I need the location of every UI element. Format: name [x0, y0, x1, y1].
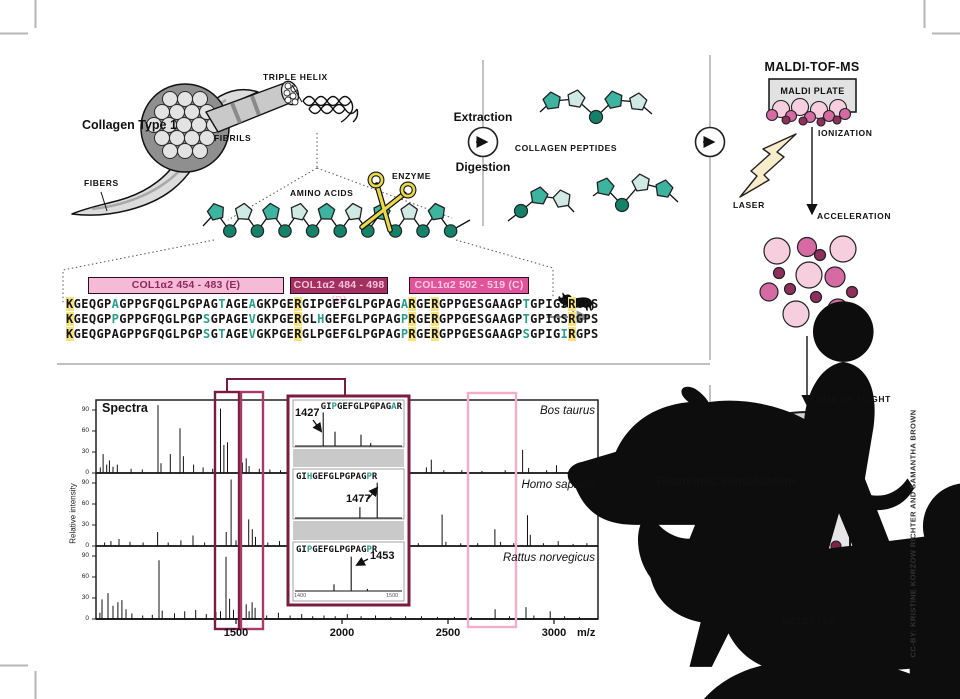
fibril-cross-section	[140, 83, 230, 173]
spectra-peaks	[92, 405, 588, 624]
spectra-title: Spectra	[102, 401, 148, 415]
inset-sequence-rattus: GIPGEFGLPGPAGPR	[296, 545, 378, 555]
y-tick-label: 90	[81, 479, 89, 486]
maldi-plate-illustration	[765, 78, 857, 127]
laser-label: LASER	[733, 200, 765, 210]
amino-acid-chains	[202, 89, 679, 238]
ionization-label: IONIZATION	[818, 128, 873, 138]
triple-helix-label: TRIPLE HELIX	[263, 72, 328, 82]
y-tick-label: 60	[81, 500, 89, 507]
collagen-type-title: Collagen Type 1	[82, 118, 177, 132]
y-tick-label: 0	[85, 469, 89, 476]
y-tick-label: 30	[81, 521, 89, 528]
inset-axis-max-label: 1500	[386, 593, 399, 599]
acceleration-label: ACCELERATION	[817, 211, 892, 221]
inset-peaks	[322, 412, 378, 591]
y-tick-label: 30	[81, 448, 89, 455]
y-tick-label: 0	[85, 615, 89, 622]
y-tick-label: 60	[81, 427, 89, 434]
x-tick-label: 2000	[329, 627, 355, 639]
spectra-highlight-regions	[213, 378, 518, 631]
sequence-row-bos-taurus: KGEQGPAGPPGFQGLPGPAGTAGEAGKPGERGIPGEFGLP…	[66, 297, 599, 311]
species-icons	[547, 292, 960, 699]
time-of-flight-label: TIME OF FLIGHT	[815, 394, 891, 404]
enzyme-label: ENZYME	[392, 171, 432, 181]
collagen-peptides-label: COLLAGEN PEPTIDES	[514, 143, 618, 153]
fibers-label: FIBERS	[84, 178, 119, 188]
maldi-plate-label: MALDI PLATE	[780, 86, 845, 96]
fibrils-label: FIBRILS	[214, 133, 252, 143]
amino-acids-label: AMINO ACIDS	[290, 188, 354, 198]
ion-cloud	[759, 235, 859, 328]
fibril-tube	[205, 80, 300, 133]
credit-text: CC-BY: KRISTINE KORZOW RICHTER AND SAMAN…	[908, 409, 918, 658]
taxonomic-identification-label: Taxonomic Identification	[655, 474, 796, 488]
extraction-label: Extraction	[453, 110, 513, 124]
x-tick-label: 1500	[223, 627, 249, 639]
digestion-label: Digestion	[455, 160, 511, 174]
inset-peak-label-1427: 1427	[295, 407, 320, 419]
inset-sequence-homo: GIHGEFGLPGPAGPR	[296, 472, 378, 482]
y-tick-label: 90	[81, 406, 89, 413]
region-box-col1a2-484-498: COL1α2 484 - 498 (B)	[290, 277, 388, 306]
species-label-homo-sapiens: Homo sapiens	[521, 479, 595, 491]
x-tick-label: 3000	[541, 627, 567, 639]
y-tick-label: 90	[81, 552, 89, 559]
region-box-col1a2-454-483: COL1α2 454 - 483 (E)	[88, 277, 284, 294]
inset-peak-arrows	[312, 419, 379, 566]
x-axis-unit-label: m/z	[577, 627, 596, 639]
triple-helix-illustration	[291, 84, 359, 123]
x-tick-label: 2500	[435, 627, 461, 639]
y-tick-label: 30	[81, 594, 89, 601]
scissors-icon	[359, 171, 417, 233]
detector-label: DETECTOR	[782, 616, 838, 626]
flow-arrow-to-maldi	[694, 126, 726, 158]
maldi-tof-ms-title: MALDI-TOF-MS	[764, 60, 860, 74]
inset-zoom-box	[286, 394, 411, 607]
sequence-row-rattus-norvegicus: KGEQGPAGPPGFQGLPGPSGTAGEVGKPGERGLPGEFGLP…	[66, 327, 599, 341]
species-label-rattus-norvegicus: Rattus norvegicus	[502, 552, 595, 564]
y-tick-label: 60	[81, 573, 89, 580]
inset-peak-label-1453: 1453	[370, 550, 395, 562]
inset-axis-min-label: 1400	[294, 593, 307, 599]
flow-arrow-extraction	[467, 126, 499, 158]
inset-peak-label-1477: 1477	[346, 493, 371, 505]
y-tick-label: 0	[85, 542, 89, 549]
species-label-bos-taurus: Bos taurus	[540, 405, 595, 417]
sequence-row-homo-sapiens: KGEQGPPGPPGFQGLPGPSGPAGEVGKPGERGLHGEFGLP…	[66, 312, 599, 326]
region-box-col1a2-502-519: COL1α2 502 - 519 (C)	[409, 277, 529, 294]
laser-bolt-icon	[739, 133, 797, 198]
inset-sequence-bos: GIPGEFGLPGPAGAR	[320, 402, 402, 412]
